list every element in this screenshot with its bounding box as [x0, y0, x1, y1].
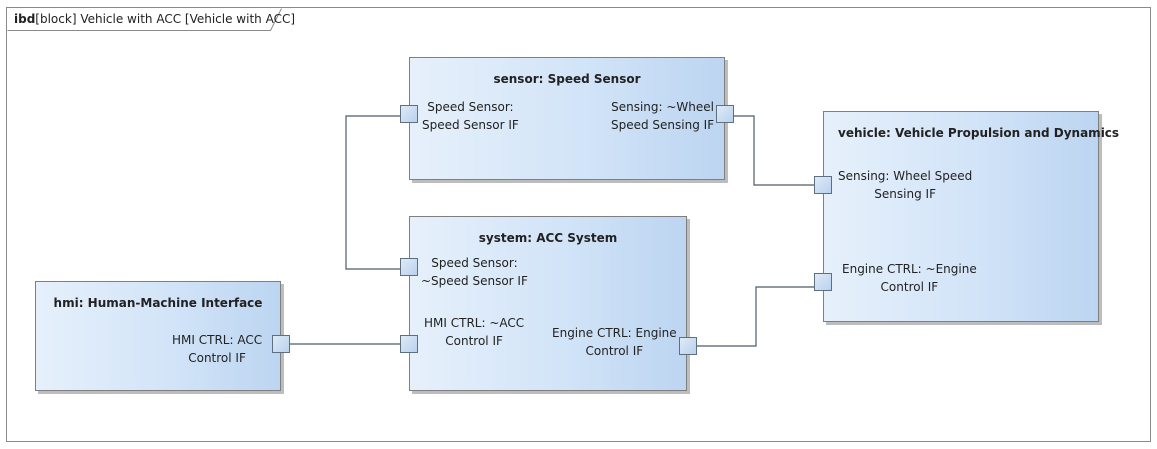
block-title: sensor: Speed Sensor [493, 72, 641, 86]
port-label-line1: Sensing: Wheel Speed [838, 169, 973, 183]
block-human-machine-interface[interactable]: hmi: Human-Machine Interface [35, 281, 281, 391]
port-label-sensor-sensing: Sensing: ~Wheel Speed Sensing IF [611, 98, 714, 134]
port-label-sensor-speed-sensor: Speed Sensor: Speed Sensor IF [422, 98, 519, 134]
port-label-system-speed-sensor: Speed Sensor: ~Speed Sensor IF [421, 254, 528, 290]
connector-speed-sensor[interactable] [345, 115, 400, 270]
port-label-line2: Control IF [188, 351, 246, 365]
port-label-line1: Speed Sensor: [427, 100, 514, 114]
port-hmi-hmi-ctrl[interactable] [272, 335, 290, 353]
port-label-line2: Sensing IF [874, 187, 936, 201]
port-label-line2: Control IF [445, 334, 503, 348]
port-label-hmi-hmi-ctrl: HMI CTRL: ACC Control IF [172, 331, 262, 367]
port-system-engine-ctrl[interactable] [679, 337, 697, 355]
port-label-line2: Control IF [880, 280, 939, 294]
port-label-vehicle-engine-ctrl: Engine CTRL: ~Engine Control IF [842, 260, 977, 296]
port-label-system-hmi-ctrl: HMI CTRL: ~ACC Control IF [424, 314, 524, 350]
port-vehicle-engine-ctrl[interactable] [814, 273, 832, 291]
port-vehicle-sensing[interactable] [814, 176, 832, 194]
port-system-hmi-ctrl[interactable] [400, 335, 418, 353]
connector-wheel-speed[interactable] [734, 115, 814, 186]
block-title: vehicle: Vehicle Propulsion and Dynamics [838, 126, 1120, 140]
diagram-frame [6, 7, 1151, 442]
connector-engine-ctrl[interactable] [697, 286, 814, 347]
port-label-line2: Speed Sensor IF [422, 118, 519, 132]
port-label-line1: HMI CTRL: ACC [172, 333, 263, 347]
port-label-line1: Engine CTRL: ~Engine [842, 262, 977, 276]
block-title: system: ACC System [478, 231, 618, 245]
frame-kind: ibd [14, 12, 36, 26]
port-sensor-speed-sensor[interactable] [400, 105, 418, 123]
frame-text: [block] Vehicle with ACC [Vehicle with A… [35, 12, 296, 26]
port-label-line1: Engine CTRL: Engine [552, 326, 677, 340]
port-label-system-engine-ctrl: Engine CTRL: Engine Control IF [552, 324, 677, 360]
port-system-speed-sensor[interactable] [400, 258, 418, 276]
frame-title: ibd[block] Vehicle with ACC [Vehicle wit… [14, 12, 295, 26]
port-label-line2: Speed Sensing IF [611, 118, 715, 132]
port-label-line1: Sensing: ~Wheel [611, 100, 714, 114]
block-title: hmi: Human-Machine Interface [53, 296, 263, 310]
port-label-vehicle-sensing: Sensing: Wheel Speed Sensing IF [838, 167, 972, 203]
port-label-line1: HMI CTRL: ~ACC [424, 316, 525, 330]
block-acc-system[interactable]: system: ACC System [409, 216, 687, 391]
port-label-line1: Speed Sensor: [431, 256, 518, 270]
port-label-line2: Control IF [585, 344, 644, 358]
port-sensor-sensing[interactable] [716, 105, 734, 123]
port-label-line2: ~Speed Sensor IF [421, 274, 528, 288]
frame-header-outline [7, 8, 282, 31]
block-vehicle-propulsion[interactable]: vehicle: Vehicle Propulsion and Dynamics [823, 111, 1120, 322]
